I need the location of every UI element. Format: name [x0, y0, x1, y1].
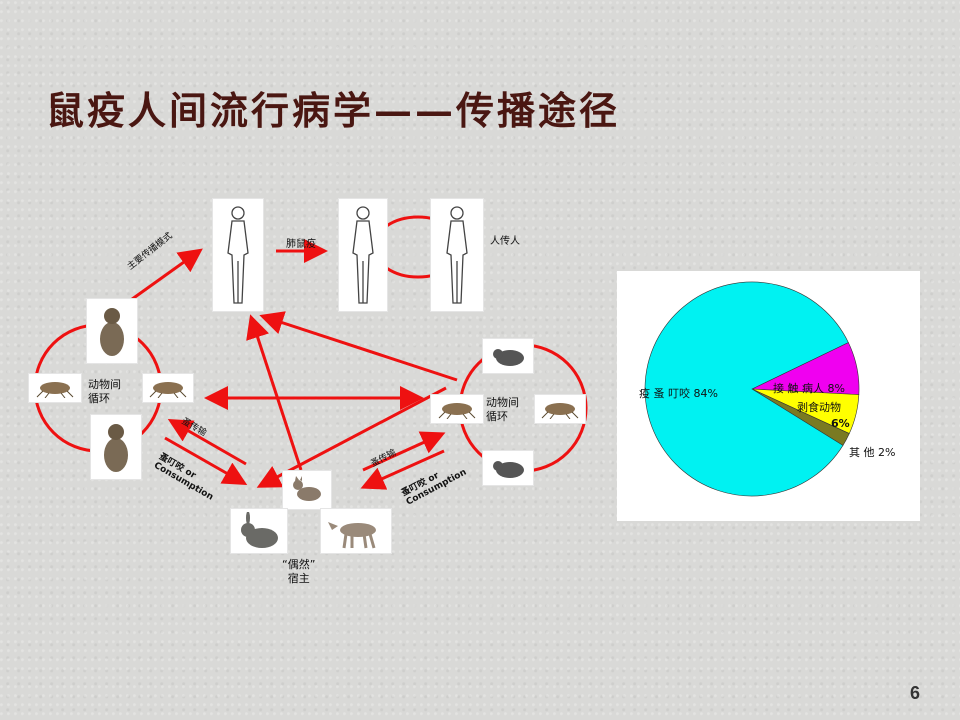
coyote-image: [320, 508, 392, 554]
cat-icon: [293, 476, 321, 501]
mouse-2: [482, 450, 534, 486]
main-mode-arrow: [127, 248, 203, 304]
human-icon: [227, 206, 249, 304]
prairie-dog-1: [86, 298, 138, 364]
flea-4: [534, 394, 586, 424]
mouse-icon: [493, 461, 524, 478]
mouse-1: [482, 338, 534, 374]
pie-slice: [644, 281, 849, 497]
prairie-dog-icon: [104, 424, 128, 472]
rabbit-icon: [241, 512, 278, 548]
right-cycle-label-line1: 动物间: [486, 396, 519, 409]
human-figure-3: [430, 198, 484, 312]
pie-slice-label: 剥食动物: [797, 400, 841, 414]
flea-bite-left-arrow: [164, 436, 248, 485]
incidental-host-label: “偶然” 宿主: [282, 558, 315, 586]
flea-icon: [36, 382, 74, 398]
left-cycle-label-line1: 动物间: [88, 378, 121, 391]
incidental-host-line1: “偶然”: [282, 558, 316, 571]
right-cycle-label-line2: 循环: [486, 410, 508, 423]
left-cycle-label: 动物间 循环: [88, 378, 121, 406]
pie-slice-label: 其 他 2%: [849, 446, 895, 459]
incidental-host-line2: 宿主: [287, 572, 310, 585]
flea-transmit-right-arrow: [362, 431, 446, 472]
page-number: 6: [909, 683, 920, 703]
pneumonic-label: 肺鼠疫: [286, 239, 316, 250]
human-figure-1: [212, 198, 264, 312]
slide-title: 鼠疫人间流行病学——传播途径: [46, 88, 621, 133]
prairie-dog-icon: [100, 308, 124, 356]
flea-icon: [541, 403, 579, 419]
right-to-incidental-arrow: [256, 386, 447, 488]
pie-slice-value: 6%: [831, 417, 850, 430]
flea-bite-right-arrow: [360, 449, 445, 490]
flea-transmit-left-arrow: [167, 419, 247, 466]
human-to-human-label: 人传人: [490, 236, 520, 247]
human-icon: [352, 206, 374, 304]
pie-chart-panel: 疫 蚤 叮咬 84% 接 触 病人 8% 剥食动物 6% 其 他 2%: [617, 271, 920, 521]
human-icon: [446, 206, 468, 304]
rabbit-image: [230, 508, 288, 554]
incidental-to-human-arrow: [246, 314, 303, 471]
flea-icon: [438, 403, 476, 419]
left-cycle-label-line2: 循环: [88, 392, 110, 405]
right-to-human-arrow: [259, 311, 458, 382]
cat-image: [282, 470, 332, 510]
flea-2: [142, 373, 194, 403]
pie-slice-label: 接 触 病人 8%: [773, 381, 845, 395]
human-figure-2: [338, 198, 388, 312]
mouse-icon: [493, 349, 524, 366]
flea-3: [430, 394, 484, 424]
pie-slice-label: 疫 蚤 叮咬 84%: [639, 386, 718, 400]
flea-1: [28, 373, 82, 403]
coyote-icon: [328, 522, 376, 549]
right-cycle-label: 动物间 循环: [486, 396, 519, 424]
flea-icon: [149, 382, 187, 398]
transmission-diagram: 肺鼠疫 人传人 主要传播模式 动物间 循环 动物间 循环 蚤传输 蚤叮咬 or …: [20, 190, 600, 600]
pie-chart: 疫 蚤 叮咬 84% 接 触 病人 8% 剥食动物 6% 其 他 2%: [639, 281, 895, 497]
prairie-dog-2: [90, 414, 142, 480]
